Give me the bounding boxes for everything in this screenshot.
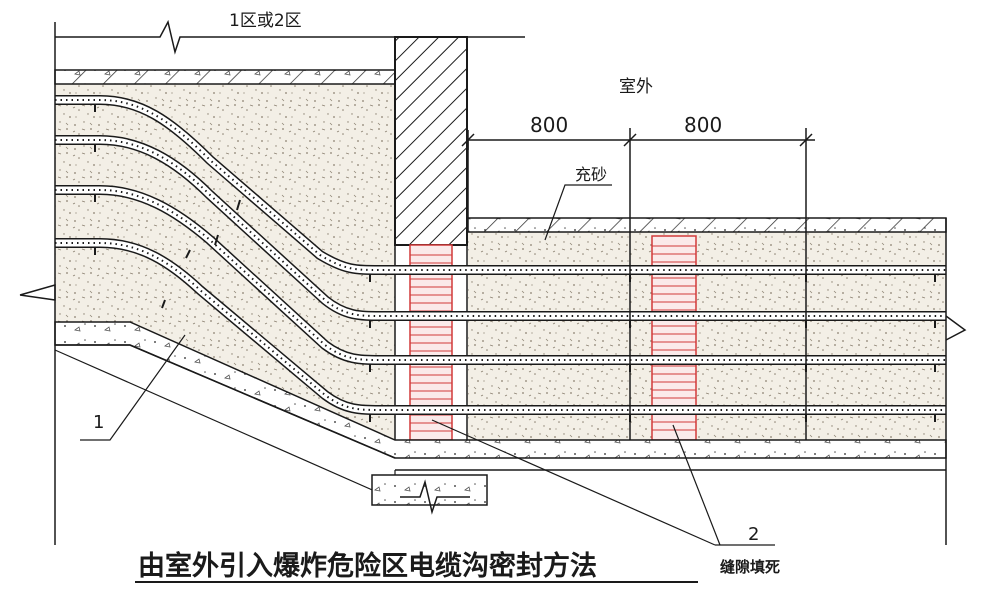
dimension-right: 800 [684, 113, 722, 137]
callout-2: 2 [748, 524, 759, 545]
callout-1: 1 [93, 412, 104, 433]
cables [55, 95, 946, 415]
diagram-title: 由室外引入爆炸危险区电缆沟密封方法 [138, 550, 597, 582]
gap-fill-note: 缝隙填死 [720, 558, 780, 576]
cable-4 [55, 238, 946, 415]
cable-1 [55, 95, 946, 275]
boundary-lines [19, 19, 967, 545]
leader-lines [80, 184, 775, 546]
partition-wall [394, 36, 468, 246]
footing [371, 474, 488, 515]
dimension-line [461, 128, 815, 440]
top-slab-outdoor [467, 217, 947, 233]
cable-3 [55, 185, 946, 365]
outdoor-label: 室外 [619, 77, 653, 97]
zone-label: 1区或2区 [229, 11, 302, 31]
dimension-left: 800 [530, 113, 568, 137]
cable-2 [55, 135, 946, 321]
top-slab-left [54, 69, 396, 85]
sand-fill-label: 充砂 [575, 165, 607, 184]
sand-fill-left [55, 82, 395, 440]
